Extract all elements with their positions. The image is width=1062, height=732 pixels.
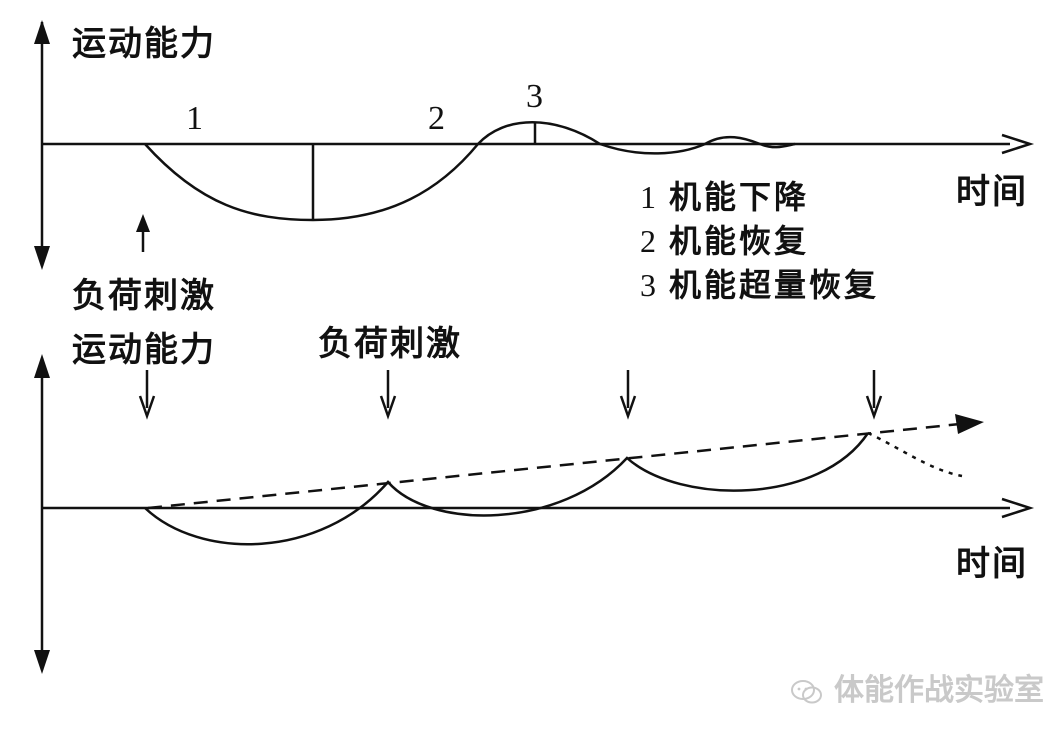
bottom-performance-curve: [144, 432, 870, 546]
bottom-decline-dotted: [867, 431, 963, 478]
legend-text: 机能恢复: [669, 222, 810, 260]
watermark: 体能作战实验室: [790, 665, 1044, 709]
legend-item-3: 3 机能超量恢复: [640, 260, 879, 304]
stimulus-arrow-3: [619, 370, 637, 420]
bottom-trend-line: [147, 422, 961, 510]
phase-marker-2: 2: [428, 100, 445, 137]
bottom-x-axis-label: 时间: [956, 544, 1028, 584]
bottom-y-axis-arrow-up: [34, 354, 50, 378]
phase-marker-3: 3: [526, 78, 543, 115]
bottom-x-axis-arrow: [1001, 497, 1035, 519]
bottom-stimulus-label: 负荷刺激: [318, 324, 462, 364]
stimulus-arrow-2: [379, 370, 397, 420]
legend-num: 3: [640, 267, 659, 303]
top-y-axis-arrow-down: [34, 246, 50, 270]
bottom-y-axis-arrow-down: [34, 650, 50, 674]
legend-num: 2: [640, 223, 659, 259]
bottom-y-axis-label: 运动能力: [72, 330, 216, 370]
top-x-axis-arrow: [1001, 133, 1035, 155]
top-y-axis-label: 运动能力: [72, 24, 216, 64]
phase-marker-1: 1: [186, 100, 203, 137]
legend-item-2: 2 机能恢复: [640, 216, 879, 260]
legend-text: 机能超量恢复: [669, 266, 880, 304]
wechat-icon: [791, 679, 822, 703]
top-performance-curve: [144, 121, 796, 222]
bottom-trend-arrowhead: [955, 414, 984, 434]
stimulus-arrow-1: [138, 370, 156, 420]
top-stimulus-label: 负荷刺激: [72, 276, 216, 316]
legend-text: 机能下降: [669, 178, 810, 216]
bottom-panel: [34, 354, 1035, 674]
legend-num: 1: [640, 179, 659, 215]
top-x-axis-label: 时间: [956, 172, 1028, 212]
legend: 1 机能下降 2 机能恢复 3 机能超量恢复: [640, 172, 879, 304]
top-stimulus-arrowhead: [136, 214, 150, 232]
top-panel: [34, 20, 1035, 270]
stimulus-arrow-4: [865, 370, 883, 420]
watermark-text: 体能作战实验室: [834, 673, 1044, 708]
legend-item-1: 1 机能下降: [640, 172, 879, 216]
top-y-axis-arrow-up: [34, 20, 50, 44]
